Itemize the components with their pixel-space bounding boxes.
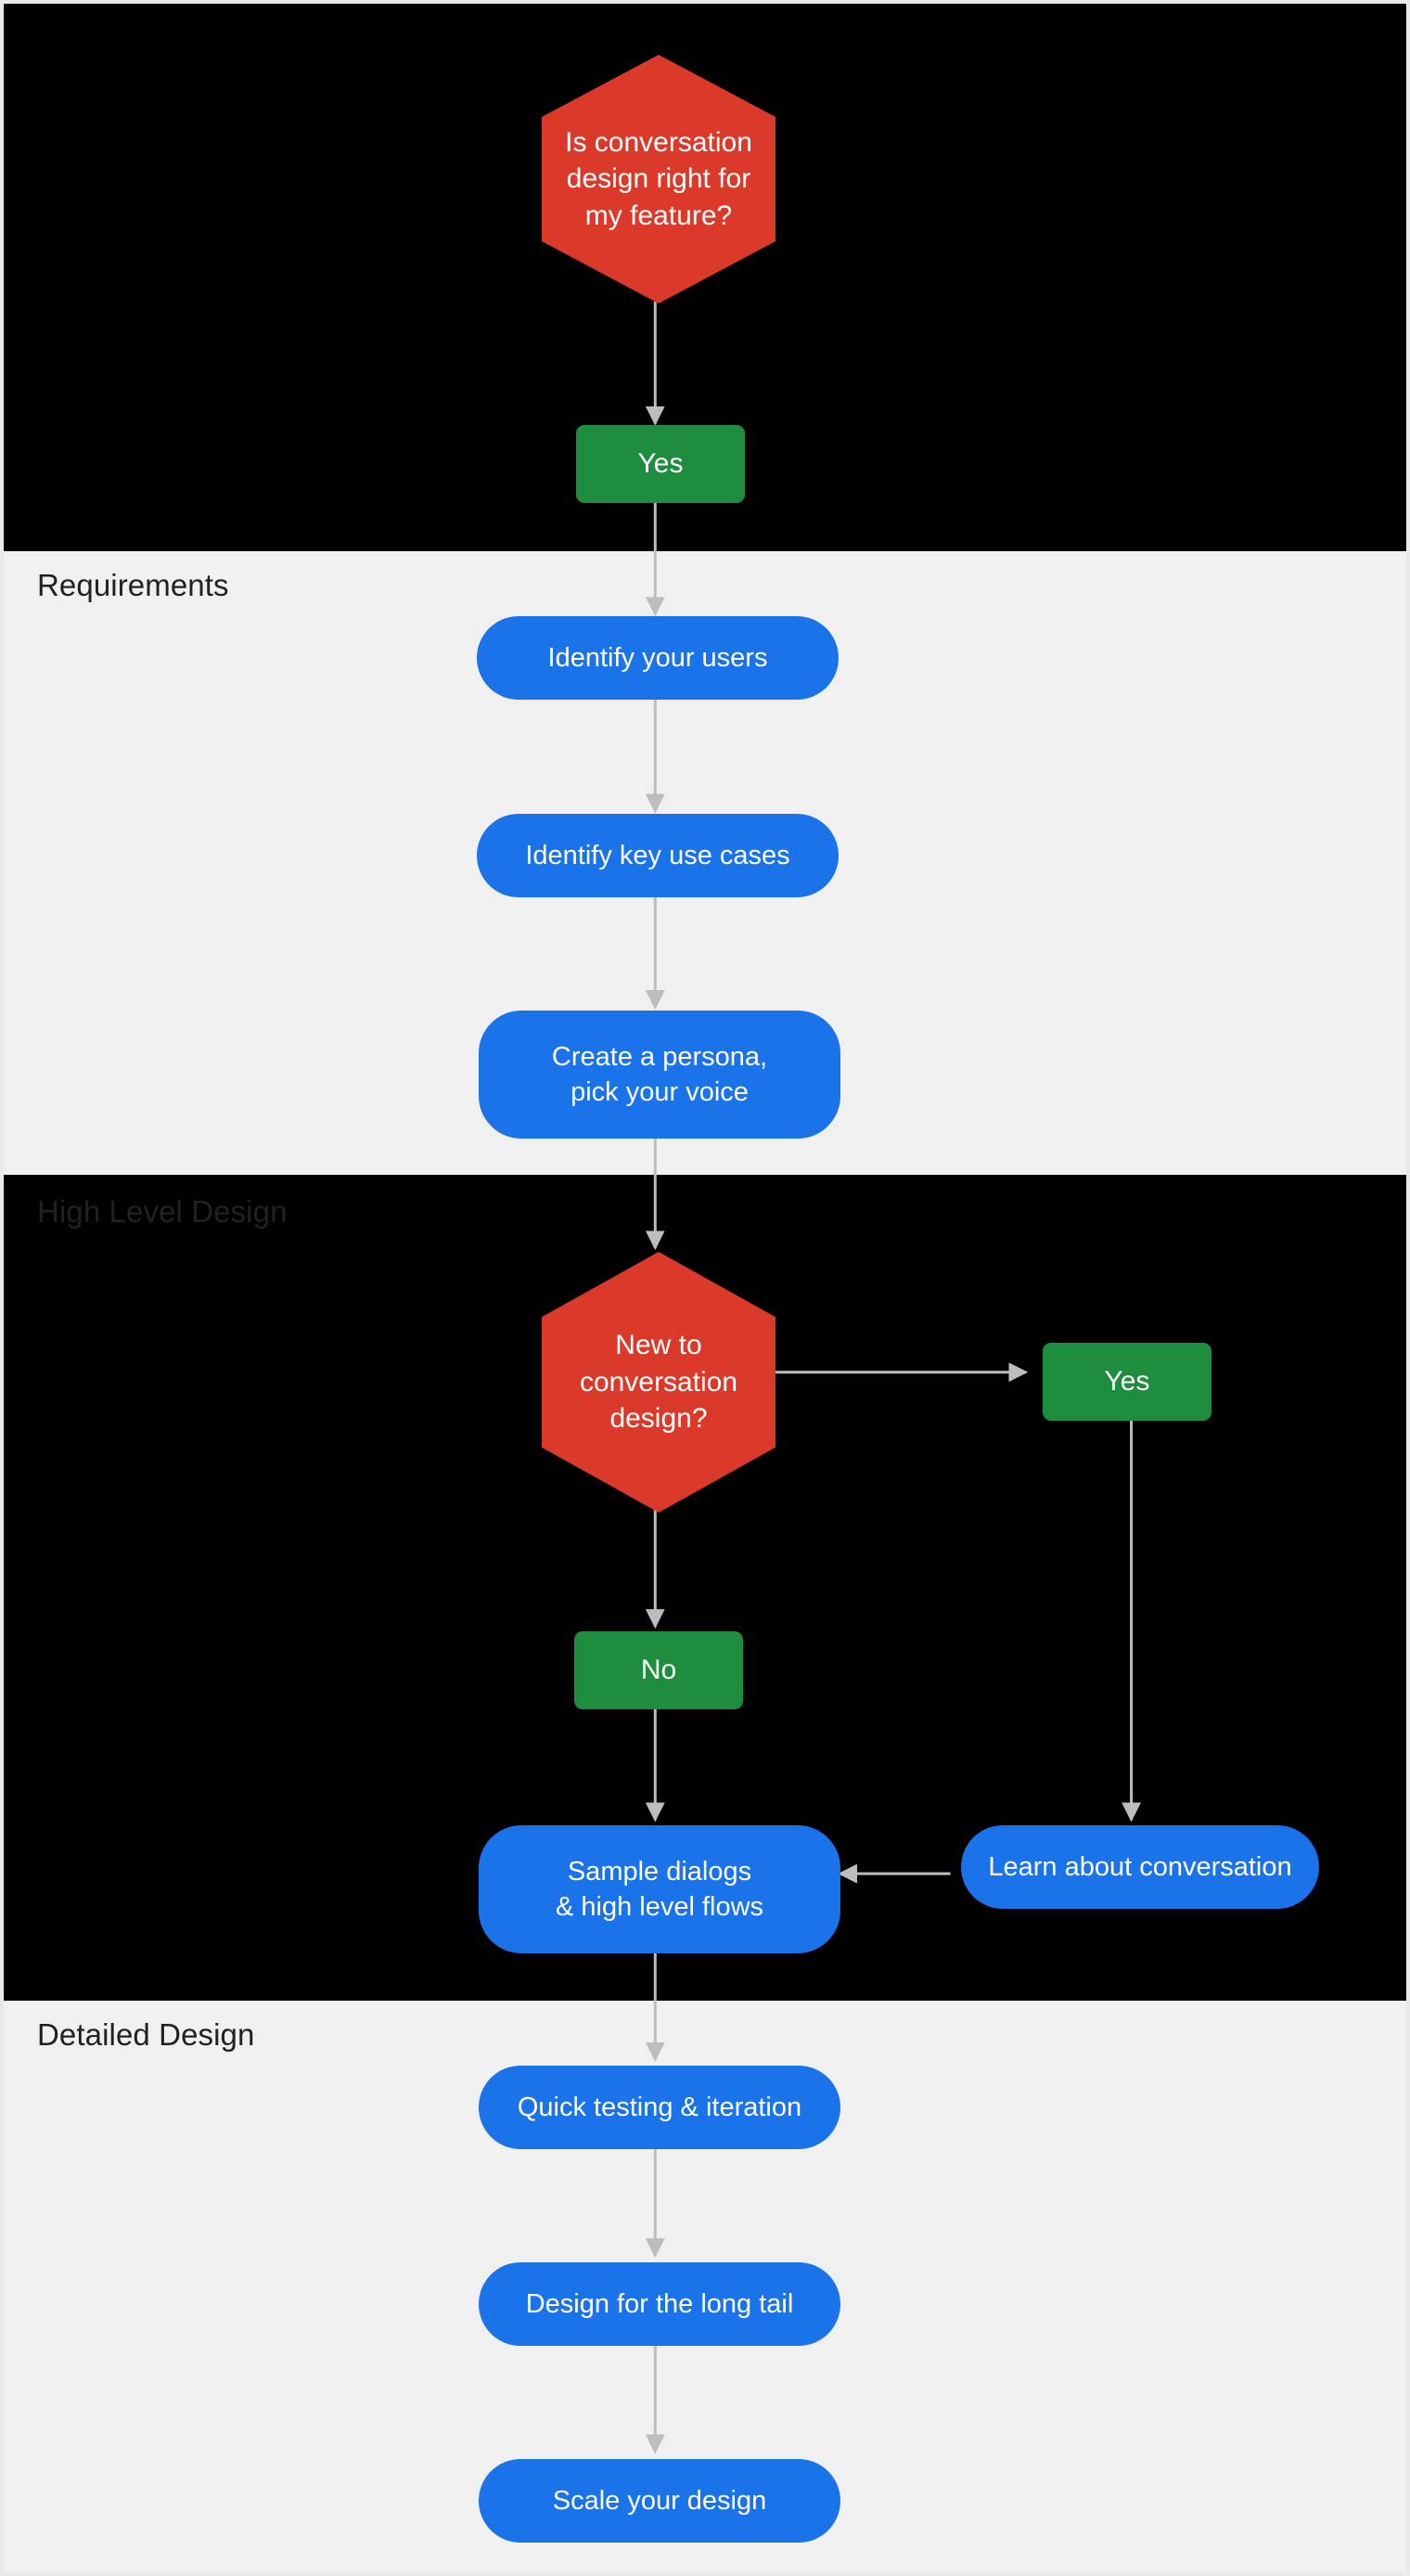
step-learn-about-conversation[interactable]: Learn about conversation — [961, 1825, 1319, 1909]
answer-yes-right[interactable]: Yes — [1043, 1343, 1211, 1421]
section-label-high-level: High Level Design — [37, 1194, 288, 1229]
answer-yes-top[interactable]: Yes — [576, 425, 745, 503]
step-identify-key-use-cases[interactable]: Identify key use cases — [477, 814, 839, 897]
step-scale-your-design[interactable]: Scale your design — [479, 2459, 840, 2543]
answer-no[interactable]: No — [574, 1631, 743, 1709]
step-identify-your-users[interactable]: Identify your users — [477, 616, 839, 700]
step-sample-dialogs-high-level-flows[interactable]: Sample dialogs & high level flows — [479, 1825, 840, 1953]
step-quick-testing-iteration[interactable]: Quick testing & iteration — [479, 2066, 840, 2149]
step-design-for-the-long-tail[interactable]: Design for the long tail — [479, 2262, 840, 2346]
section-label-requirements: Requirements — [37, 568, 229, 602]
section-label-detailed: Detailed Design — [37, 2017, 255, 2052]
decision-new-to-conversation-design[interactable]: New to conversation design? — [542, 1252, 776, 1513]
step-create-a-persona[interactable]: Create a persona, pick your voice — [479, 1011, 840, 1139]
